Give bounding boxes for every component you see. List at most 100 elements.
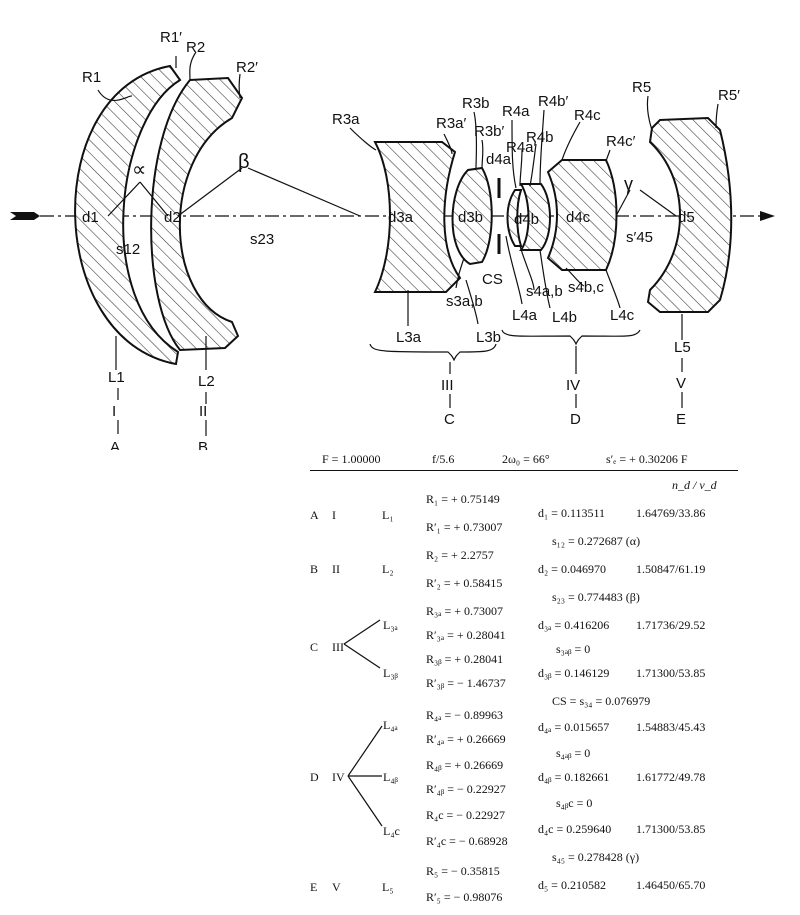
header-aperture: f/5.6 (432, 452, 455, 466)
radius-R4a: R₄ₐ = − 0.89963 (426, 708, 504, 722)
label-d1: d1 (82, 209, 99, 226)
row-C-lens-a: L₃ₐ (383, 618, 398, 632)
radius-R4c: R₄c = − 0.22927 (426, 808, 506, 822)
group-I-roman: I (112, 403, 116, 420)
radius-R3a: R₃ₐ = + 0.73007 (426, 604, 504, 618)
label-R5p: R5′ (718, 87, 740, 104)
label-R3bp: R3b′ (474, 123, 505, 140)
thickness-d4a: d₄ₐ = 0.015657 (538, 720, 610, 734)
label-alpha: ∝ (132, 159, 146, 181)
group-D-letter: D (570, 411, 581, 428)
radius-R4bp: R′₄ᵦ = − 0.22927 (426, 782, 506, 796)
glass-L4a: 1.54883/45.43 (636, 720, 706, 734)
label-s3ab: s3a,b (446, 293, 483, 310)
glass-L4b: 1.61772/49.78 (636, 770, 706, 784)
lens-L3b (451, 166, 493, 266)
row-A-letter: A (310, 508, 319, 522)
label-R4a: R4a (502, 103, 530, 120)
thickness-d2: d₂ = 0.046970 (538, 562, 606, 576)
label-s4bc: s4b,c (568, 279, 604, 296)
label-R4bp: R4b′ (538, 93, 569, 110)
label-L4a: L4a (512, 307, 538, 324)
group-III-bracket (369, 343, 497, 362)
glass-L2: 1.50847/61.19 (636, 562, 706, 576)
row-B-lens: L₂ (382, 562, 394, 576)
label-R1: R1 (82, 69, 101, 86)
spacing-s12: s₁₂ = 0.272687 (α) (552, 534, 641, 548)
beta-line (177, 167, 243, 217)
row-D-roman: IV (332, 770, 345, 784)
label-R4cp: R4c′ (606, 133, 636, 150)
label-d4a: d4a (486, 151, 512, 168)
label-d2: d2 (164, 209, 181, 226)
radius-R1p: R′₁ = + 0.73007 (426, 520, 503, 534)
gamma-line (639, 189, 677, 217)
radius-R2p: R′₂ = + 0.58415 (426, 576, 503, 590)
label-R4ap: R4a′ (506, 139, 537, 156)
lens-L1 (74, 64, 182, 366)
group-III-branch (343, 619, 381, 669)
label-beta: β (238, 151, 250, 173)
beta-line (247, 167, 361, 217)
glass-L4c: 1.71300/53.85 (636, 822, 706, 836)
label-s12: s12 (116, 241, 140, 258)
label-L4c: L4c (610, 307, 635, 324)
alpha-line (107, 181, 141, 217)
label-d3b: d3b (458, 209, 483, 226)
thickness-d4c: d₄c = 0.259640 (538, 822, 612, 836)
lens-L4b (519, 183, 551, 251)
label-L5: L5 (674, 339, 691, 356)
label-d4b: d4b (514, 211, 539, 228)
label-R3a: R3a (332, 111, 360, 128)
group-IV-bracket (501, 329, 641, 346)
group-IV-roman: IV (566, 377, 580, 394)
group-IV-branch (347, 725, 383, 827)
lens-diagram: R1 R1′ R2 R2′ R3a R3a′ R3b R3b′ R4a R4a′… (10, 29, 775, 450)
group-A-letter: A (110, 439, 120, 450)
label-L4b: L4b (552, 309, 577, 326)
label-d3a: d3a (388, 209, 414, 226)
lens-L4c (546, 159, 618, 271)
glass-L3b: 1.71300/53.85 (636, 666, 706, 680)
radius-R3b: R₃ᵦ = + 0.28041 (426, 652, 504, 666)
lens-L5 (646, 116, 733, 313)
header-field-angle: 2ω₀ = 66° (502, 452, 550, 466)
thickness-d3a: d₃ₐ = 0.416206 (538, 618, 610, 632)
header-focal-length: F = 1.00000 (322, 452, 381, 466)
spacing-s4bc: s₄ᵦc = 0 (556, 796, 593, 810)
label-R3b: R3b (462, 95, 490, 112)
header-index-abbe: n_d / ν_d (672, 478, 717, 492)
label-R5: R5 (632, 79, 651, 96)
glass-L5: 1.46450/65.70 (636, 878, 706, 892)
lens-L4a (506, 189, 523, 247)
thickness-d1: d₁ = 0.113511 (538, 506, 606, 520)
glass-L3a: 1.71736/29.52 (636, 618, 706, 632)
label-gamma: γ (624, 174, 633, 194)
glass-L1: 1.64769/33.86 (636, 506, 706, 520)
header-back-focus: s′ₑ = + 0.30206 F (606, 452, 688, 466)
row-B-letter: B (310, 562, 319, 576)
label-s4ab: s4a,b (526, 283, 563, 300)
label-d5: d5 (678, 209, 695, 226)
thickness-d3b: d₃ᵦ = 0.146129 (538, 666, 610, 680)
header-rule (310, 470, 738, 472)
radius-R4ap: R′₄ₐ = + 0.26669 (426, 732, 506, 746)
label-s23: s23 (250, 231, 274, 248)
spacing-s45: s₄₅ = 0.278428 (γ) (552, 850, 640, 864)
group-V-roman: V (676, 375, 686, 392)
label-R3ap: R3a′ (436, 115, 467, 132)
radius-R3bp: R′₃ᵦ = − 1.46737 (426, 676, 506, 690)
label-R2p: R2′ (236, 59, 258, 76)
label-L2: L2 (198, 373, 215, 390)
row-A-lens: L₁ (382, 508, 394, 522)
spacing-s3ab: s₃ₐᵦ = 0 (556, 642, 591, 656)
thickness-d5: d₅ = 0.210582 (538, 878, 606, 892)
group-II-roman: II (199, 403, 207, 420)
thickness-d4b: d₄ᵦ = 0.182661 (538, 770, 610, 784)
label-R1p: R1′ (160, 29, 182, 46)
alpha-line (139, 181, 169, 217)
lens-L3a (373, 141, 462, 293)
leader-lines (97, 51, 719, 370)
radius-R4cp: R′₄c = − 0.68928 (426, 834, 508, 848)
radius-R5p: R′₅ = − 0.98076 (426, 890, 503, 904)
